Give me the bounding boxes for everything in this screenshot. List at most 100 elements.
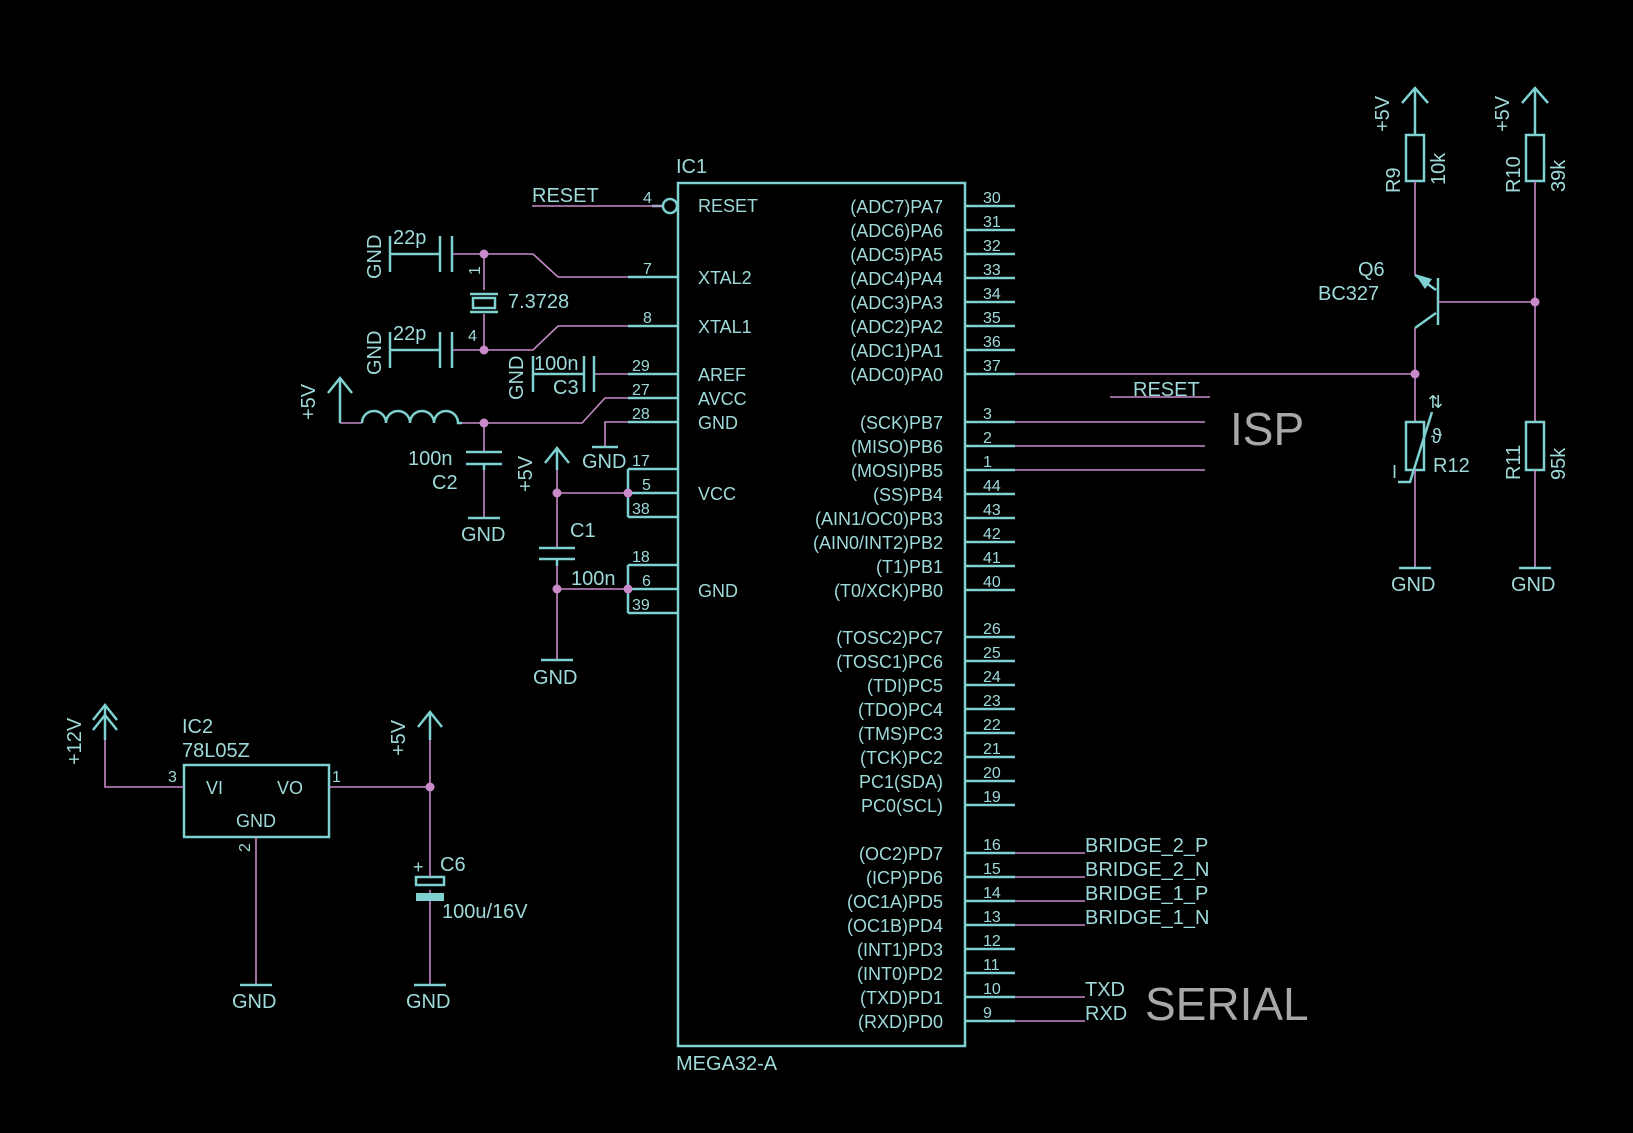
cap-value: 100u/16V <box>442 901 528 923</box>
ic1-pin-num: 32 <box>983 238 1001 255</box>
cap-value: 22p <box>393 323 426 345</box>
ic1-pin-name: (ADC3)PA3 <box>850 293 943 313</box>
avcc-wire <box>462 397 628 424</box>
ic1-pin-name: (ADC6)PA6 <box>850 221 943 241</box>
gnd-label: GND <box>533 667 577 689</box>
ic1-pin-num: 37 <box>983 358 1001 375</box>
supply-label: +5V <box>298 383 320 420</box>
gnd-symbol: GND <box>582 445 626 473</box>
ic1-pin-name: (OC2)PD7 <box>859 844 943 864</box>
ic1-body <box>676 181 967 1048</box>
ic1-pin-num: 44 <box>983 478 1001 495</box>
cap-value: 100n <box>408 448 453 470</box>
ic1-pin-name: (OC1B)PD4 <box>847 916 943 936</box>
isp-label: ISP <box>1230 403 1304 455</box>
supply-label: +5V <box>388 719 410 756</box>
ic2-pin-name: GND <box>236 811 276 831</box>
ic1-ref: IC1 <box>676 156 707 178</box>
gnd-label: GND <box>364 331 386 375</box>
ic1-pin-num: 5 <box>642 477 651 494</box>
c6-polarity: + <box>413 857 424 877</box>
ic2-regulator: IC2 78L05Z VI VO GND 3 1 2 +12V +5V + C6… <box>64 702 528 1013</box>
ic2-pin-name: VI <box>206 778 223 798</box>
ic1-pin-num: 24 <box>983 669 1001 686</box>
ic1-pin-num: 21 <box>983 741 1001 758</box>
ic1-pin-num: 23 <box>983 693 1001 710</box>
ic1-pin-num: 6 <box>642 573 651 590</box>
ic1-pin-num: 11 <box>983 957 1000 974</box>
ic1-pin-name: (TXD)PD1 <box>860 988 943 1008</box>
supply-label: +12V <box>64 717 86 765</box>
net-label-rxd: RXD <box>1085 1003 1127 1025</box>
ic1-pin-num: 15 <box>983 861 1001 878</box>
junction-dot <box>623 584 633 594</box>
thermistor-mark: I <box>1392 462 1397 482</box>
ic1-pin-name: (OC1A)PD5 <box>847 892 943 912</box>
ic1-pin-num: 3 <box>983 406 992 423</box>
sensor-circuit: +5V R9 10k Q6 BC327 ϑ I R12 ⇅ GND +5V R1… <box>1318 86 1570 596</box>
ic1-pin-name: RESET <box>698 196 758 216</box>
resistor-r11 <box>1524 420 1546 472</box>
ic1-pin-num: 36 <box>983 334 1001 351</box>
ic1-pin-name: (ICP)PD6 <box>866 868 943 888</box>
ic1-pin-num: 33 <box>983 262 1001 279</box>
ic1: IC1 MEGA32-A RESET XTAL2 XTAL1 AREF AVCC… <box>626 156 1015 1075</box>
cap-c1: C1 100n GND <box>533 520 616 689</box>
ic1-pin-name: (TOSC2)PC7 <box>836 628 943 648</box>
resistor-r10 <box>1524 133 1546 183</box>
ic1-pin-num: 10 <box>983 981 1001 998</box>
ic1-value: MEGA32-A <box>676 1053 778 1075</box>
crystal-pin-num: 1 <box>467 266 484 275</box>
ic1-pin-num: 31 <box>983 214 1001 231</box>
ic1-pin-name: (SS)PB4 <box>873 485 943 505</box>
ic1-pin-num: 42 <box>983 526 1001 543</box>
resistor-ref: R12 <box>1433 455 1470 477</box>
ic1-pin-num: 29 <box>632 358 650 375</box>
ic1-pin-name: AVCC <box>698 389 747 409</box>
ic1-pin-name: (ADC7)PA7 <box>850 197 943 217</box>
cap-ref: C1 <box>570 520 596 542</box>
supply-5v-vcc: +5V <box>515 445 570 492</box>
ic1-pin-name: (TDO)PC4 <box>858 700 943 720</box>
ic1-pin-num: 1 <box>983 454 992 471</box>
resistor-r9 <box>1404 133 1426 183</box>
junction-dot <box>552 488 562 498</box>
ic1-pin-num: 40 <box>983 574 1001 591</box>
ic1-pin-name: (TDI)PC5 <box>867 676 943 696</box>
ic1-pin-name: XTAL2 <box>698 268 752 288</box>
cap-ref: C2 <box>432 472 458 494</box>
cap-ref: C3 <box>553 377 579 399</box>
ic1-pin-name: (T0/XCK)PB0 <box>834 581 943 601</box>
resistor-value: 95k <box>1548 447 1570 480</box>
ic1-pin-name: (ADC1)PA1 <box>850 341 943 361</box>
junction-dot <box>623 488 633 498</box>
right-wiring: RESET ISP BRIDGE_2_P BRIDGE_2_N BRIDGE_1… <box>1015 373 1415 1030</box>
supply-5v-inductor: +5V <box>298 375 353 423</box>
ic1-pin-num: 30 <box>983 190 1001 207</box>
ic1-pin-num: 43 <box>983 502 1001 519</box>
ic1-pin-num: 22 <box>983 717 1001 734</box>
net-label-bridge: BRIDGE_1_P <box>1085 883 1208 905</box>
ic1-pin-num: 9 <box>983 1005 992 1022</box>
gnd-label: GND <box>1391 574 1435 596</box>
ic1-pin-num: 27 <box>632 382 650 399</box>
ic1-pin-name: (ADC4)PA4 <box>850 269 943 289</box>
ic1-pin-num: 38 <box>632 501 650 518</box>
cap-22p-bottom: 22p GND <box>364 323 454 375</box>
net-label-txd: TXD <box>1085 979 1125 1001</box>
ic1-pin-name: (ADC2)PA2 <box>850 317 943 337</box>
gnd-label: GND <box>232 991 276 1013</box>
ic1-pin-num: 35 <box>983 310 1001 327</box>
ic1-pin-name: (INT1)PD3 <box>857 940 943 960</box>
ic1-pin-name: (MISO)PB6 <box>851 437 943 457</box>
gnd-label: GND <box>406 991 450 1013</box>
ic1-pin-name: VCC <box>698 484 736 504</box>
ic1-pin-num: 20 <box>983 765 1001 782</box>
left-wiring: RESET <box>340 185 662 660</box>
gnd-label: GND <box>582 451 626 473</box>
transistor-value: BC327 <box>1318 283 1379 305</box>
crystal: 7.3728 1 4 <box>467 266 569 345</box>
net-label-bridge: BRIDGE_2_P <box>1085 835 1208 857</box>
